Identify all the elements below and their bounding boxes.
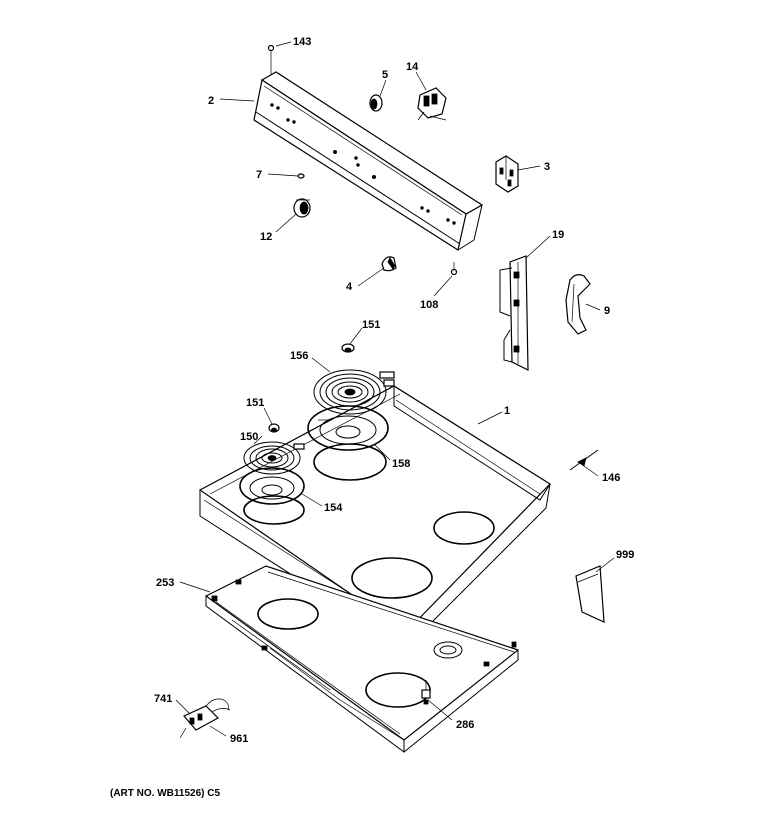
small-drip-pan (239, 467, 305, 505)
large-surface-element (313, 369, 395, 415)
callout-150: 150 (240, 431, 258, 443)
knob-cap-part (381, 256, 397, 272)
terminal-block-part (495, 155, 519, 193)
terminal-block-741 (179, 698, 231, 739)
callout-156: 156 (290, 350, 308, 362)
callout-7: 7 (256, 169, 262, 181)
art-number-caption: (ART NO. WB11526) C5 (110, 788, 220, 799)
callout-1: 1 (504, 405, 510, 417)
burner-box (204, 565, 520, 753)
callout-143: 143 (293, 36, 311, 48)
small-screw-part (297, 173, 305, 179)
callout-labels: 143 2 5 14 3 7 12 19 4 108 9 151 156 151… (154, 36, 634, 745)
switch-part (417, 87, 447, 121)
screw-146-part (569, 449, 599, 471)
bracket-9-part (565, 274, 591, 335)
callout-151-top: 151 (362, 319, 380, 331)
clip-286-part (421, 680, 431, 705)
callout-961: 961 (230, 733, 248, 745)
callout-286: 286 (456, 719, 474, 731)
callout-108: 108 (420, 299, 438, 311)
callout-154: 154 (324, 502, 343, 514)
knob-part (369, 94, 383, 112)
callout-9: 9 (604, 305, 610, 317)
screw-part (267, 44, 275, 74)
leader-lines (175, 41, 615, 737)
callout-741: 741 (154, 693, 172, 705)
callout-253: 253 (156, 577, 174, 589)
callout-12: 12 (260, 231, 272, 243)
backsplash-panel (253, 71, 484, 251)
callout-146: 146 (602, 472, 620, 484)
callout-4: 4 (346, 281, 353, 293)
screw-108-part (450, 262, 458, 276)
callout-158: 158 (392, 458, 410, 470)
control-knob-part (293, 198, 311, 218)
cooktop-maintop (198, 385, 551, 649)
element-ring-part-top (341, 343, 355, 353)
small-surface-element (243, 441, 305, 475)
callout-2: 2 (208, 95, 214, 107)
callout-999: 999 (616, 549, 634, 561)
callout-5: 5 (382, 69, 388, 81)
callout-151-lower: 151 (246, 397, 264, 409)
callout-3: 3 (544, 161, 550, 173)
callout-19: 19 (552, 229, 564, 241)
element-ring-part-lower (268, 423, 280, 433)
callout-14: 14 (406, 61, 419, 73)
literature-part (575, 565, 605, 623)
side-bracket-part (499, 255, 529, 371)
large-drip-pan (307, 405, 389, 451)
